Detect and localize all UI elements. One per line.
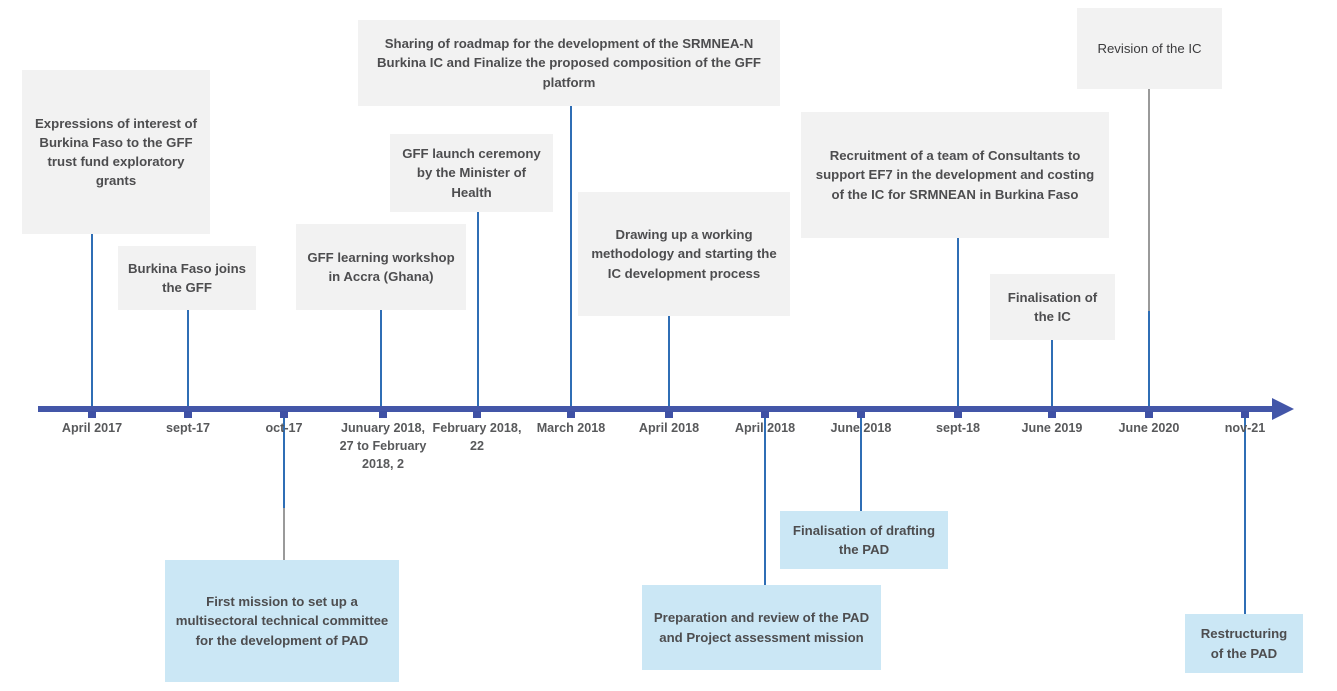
axis-tick: [184, 411, 192, 418]
event-box-preparation-review-pad[interactable]: Preparation and review of the PAD and Pr…: [642, 585, 881, 670]
axis-tick-label: April 2018: [734, 421, 796, 435]
axis-tick-label: June 2020: [1118, 421, 1180, 435]
axis-tick: [665, 411, 673, 418]
axis-tick: [857, 411, 865, 418]
event-box-gff-learning-workshop[interactable]: GFF learning workshop in Accra (Ghana): [296, 224, 466, 310]
axis-tick-label: April 2017: [61, 421, 123, 435]
event-box-revision-of-the-ic[interactable]: Revision of the IC: [1077, 8, 1222, 89]
axis-tick: [280, 411, 288, 418]
axis-tick-label: sept-17: [165, 421, 211, 435]
event-box-gff-launch-ceremony[interactable]: GFF launch ceremony by the Minister of H…: [390, 134, 553, 212]
axis-tick-label: nov-21: [1224, 421, 1266, 435]
timeline-arrow-icon: [1272, 398, 1294, 420]
connector-recruitment-of-consultants: [957, 238, 959, 410]
event-box-burkina-joins-gff[interactable]: Burkina Faso joins the GFF: [118, 246, 256, 310]
axis-tick: [1048, 411, 1056, 418]
connector-gff-launch-ceremony: [477, 212, 479, 410]
connector-gff-learning-workshop: [380, 310, 382, 410]
axis-tick-label: June 2019: [1021, 421, 1083, 435]
event-box-recruitment-of-consultants[interactable]: Recruitment of a team of Consultants to …: [801, 112, 1109, 238]
axis-tick: [567, 411, 575, 418]
connector-revision-of-the-ic-upper: [1148, 89, 1150, 311]
axis-tick: [954, 411, 962, 418]
axis-tick: [1145, 411, 1153, 418]
axis-tick-label: Junuary 2018, 27 to February 2018, 2: [339, 421, 427, 471]
axis-tick: [473, 411, 481, 418]
axis-tick: [1241, 411, 1249, 418]
connector-finalisation-drafting-pad: [860, 410, 862, 511]
event-box-finalisation-of-the-ic[interactable]: Finalisation of the IC: [990, 274, 1115, 340]
event-box-working-methodology[interactable]: Drawing up a working methodology and sta…: [578, 192, 790, 316]
connector-preparation-review-pad: [764, 410, 766, 585]
event-box-restructuring-of-pad[interactable]: Restructuring of the PAD: [1185, 614, 1303, 673]
timeline-axis: [38, 406, 1288, 412]
event-box-first-mission-pad[interactable]: First mission to set up a multisectoral …: [165, 560, 399, 682]
axis-tick-label: June 2018: [830, 421, 892, 435]
axis-tick-label: April 2018: [638, 421, 700, 435]
connector-restructuring-of-pad: [1244, 410, 1246, 614]
event-box-sharing-of-roadmap[interactable]: Sharing of roadmap for the development o…: [358, 20, 780, 106]
connector-expressions-of-interest: [91, 234, 93, 410]
axis-tick-label: March 2018: [536, 421, 606, 435]
event-box-expressions-of-interest[interactable]: Expressions of interest of Burkina Faso …: [22, 70, 210, 234]
axis-tick: [761, 411, 769, 418]
connector-burkina-joins-gff: [187, 310, 189, 410]
connector-oct17-upper: [283, 410, 285, 508]
axis-tick-label: February 2018, 22: [432, 421, 522, 453]
connector-working-methodology: [668, 316, 670, 410]
axis-tick: [88, 411, 96, 418]
axis-tick-label: sept-18: [935, 421, 981, 435]
axis-tick-label: oct-17: [265, 421, 303, 435]
axis-tick: [379, 411, 387, 418]
event-box-finalisation-drafting-pad[interactable]: Finalisation of drafting the PAD: [780, 511, 948, 569]
connector-first-mission-pad: [283, 508, 285, 560]
connector-finalisation-of-the-ic: [1051, 340, 1053, 410]
connector-sharing-of-roadmap: [570, 106, 572, 410]
connector-revision-of-the-ic-lower: [1148, 311, 1150, 410]
